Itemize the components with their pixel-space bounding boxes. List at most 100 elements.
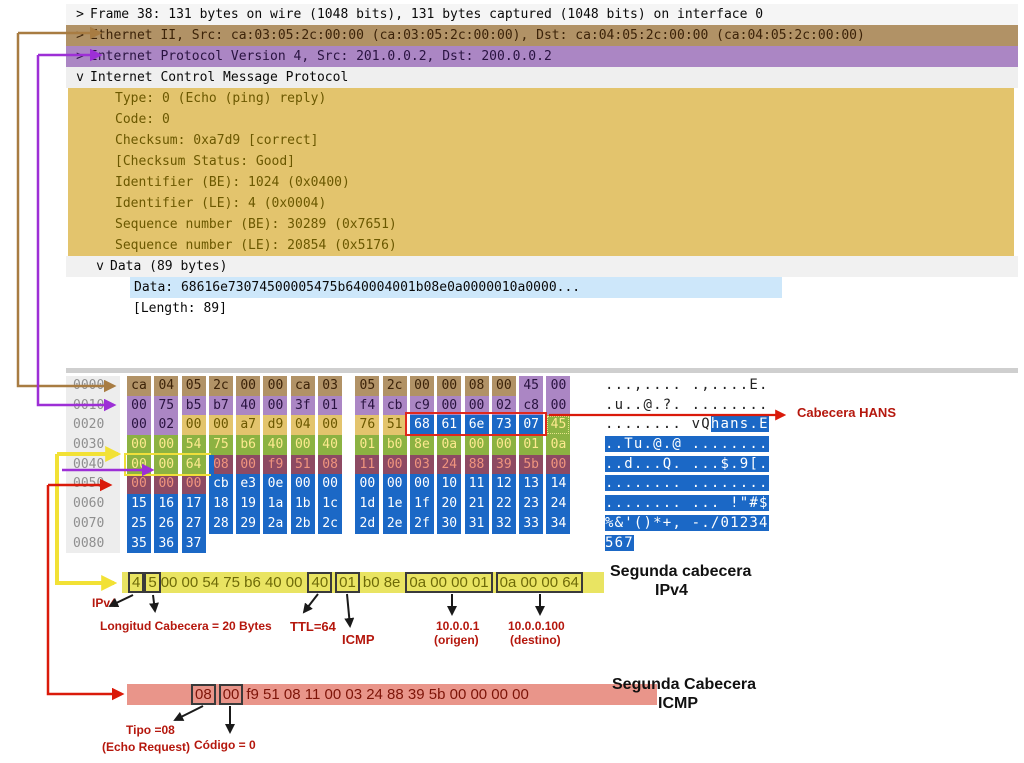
hex-byte[interactable]: 04 xyxy=(290,415,315,436)
hex-byte[interactable]: 28 xyxy=(208,513,233,534)
icmp-field-row[interactable]: Checksum: 0xa7d9 [correct] xyxy=(115,133,319,148)
hex-byte[interactable]: 00 xyxy=(290,474,315,495)
hex-byte[interactable]: 40 xyxy=(318,435,343,455)
hex-byte[interactable]: 33 xyxy=(519,513,544,534)
hex-byte[interactable]: 45 xyxy=(519,376,544,396)
hex-byte[interactable]: 00 xyxy=(355,474,380,495)
hex-byte[interactable]: 35 xyxy=(127,533,151,554)
hex-byte[interactable]: 00 xyxy=(127,415,151,436)
hex-byte[interactable]: 36 xyxy=(154,533,179,554)
hex-byte[interactable]: 6e xyxy=(464,415,489,436)
hex-byte[interactable]: 00 xyxy=(318,474,343,495)
hex-byte[interactable]: 0a xyxy=(546,435,571,455)
hex-byte[interactable]: 00 xyxy=(437,395,462,416)
hex-byte[interactable]: 2f xyxy=(409,513,434,534)
hex-byte[interactable]: 05 xyxy=(355,376,380,396)
tree-row-ipv4[interactable]: >Internet Protocol Version 4, Src: 201.0… xyxy=(66,46,1018,67)
hex-byte[interactable]: 08 xyxy=(208,454,233,475)
hex-byte[interactable]: 73 xyxy=(491,415,516,436)
collapsed-chevron-icon[interactable]: > xyxy=(76,49,84,64)
hex-byte[interactable]: 21 xyxy=(464,494,489,514)
hex-byte[interactable]: 00 xyxy=(382,474,407,495)
hex-byte[interactable]: f4 xyxy=(355,395,380,416)
icmp-field-row[interactable]: Code: 0 xyxy=(115,112,170,127)
hex-byte[interactable]: 75 xyxy=(154,395,179,416)
hex-byte[interactable]: 3f xyxy=(290,395,315,416)
icmp-field-row[interactable]: Type: 0 (Echo (ping) reply) xyxy=(115,91,327,106)
hex-byte[interactable]: 2e xyxy=(382,513,407,534)
hex-byte[interactable]: 0e xyxy=(263,474,288,495)
hex-byte[interactable]: 00 xyxy=(437,376,462,396)
hex-byte[interactable]: ca xyxy=(127,376,151,396)
hex-byte[interactable]: 05 xyxy=(181,376,206,396)
hex-byte[interactable]: 00 xyxy=(208,415,233,436)
hex-byte[interactable]: d9 xyxy=(263,415,288,436)
hex-byte[interactable]: 5b xyxy=(519,454,544,475)
hex-byte[interactable]: f9 xyxy=(263,454,288,475)
hex-byte[interactable]: 34 xyxy=(546,513,571,534)
hex-byte[interactable]: 20 xyxy=(437,494,462,514)
hex-byte[interactable]: 24 xyxy=(546,494,571,514)
hex-byte[interactable]: 45 xyxy=(546,415,571,436)
hex-byte[interactable]: 00 xyxy=(491,435,516,455)
hex-byte[interactable]: 00 xyxy=(154,454,179,475)
icmp-field-row[interactable]: [Checksum Status: Good] xyxy=(115,154,296,169)
hex-byte[interactable]: 00 xyxy=(546,376,571,396)
hex-byte[interactable]: c8 xyxy=(519,395,544,416)
hex-byte[interactable]: 08 xyxy=(464,376,489,396)
expanded-chevron-icon[interactable]: v xyxy=(76,70,84,85)
hex-byte[interactable]: b7 xyxy=(208,395,233,416)
collapsed-chevron-icon[interactable]: > xyxy=(76,28,84,43)
hex-byte[interactable]: 07 xyxy=(519,415,544,436)
hex-byte[interactable]: 2c xyxy=(382,376,407,396)
icmp-field-row[interactable]: Sequence number (LE): 20854 (0x5176) xyxy=(115,238,397,253)
hex-byte[interactable]: 31 xyxy=(464,513,489,534)
hex-byte[interactable]: 1e xyxy=(382,494,407,514)
hex-byte[interactable]: cb xyxy=(382,395,407,416)
hex-byte[interactable]: b0 xyxy=(382,435,407,455)
hex-byte[interactable]: 40 xyxy=(236,395,261,416)
hex-byte[interactable]: 00 xyxy=(127,474,151,495)
hex-byte[interactable]: 10 xyxy=(437,474,462,495)
hex-byte[interactable]: 23 xyxy=(519,494,544,514)
hex-byte[interactable]: 64 xyxy=(181,454,206,475)
hex-byte[interactable]: 27 xyxy=(181,513,206,534)
tree-row-frame[interactable]: >Frame 38: 131 bytes on wire (1048 bits)… xyxy=(66,4,1018,25)
hex-byte[interactable]: 02 xyxy=(491,395,516,416)
hex-byte[interactable]: 01 xyxy=(318,395,343,416)
hex-byte[interactable]: 37 xyxy=(181,533,206,554)
hex-byte[interactable]: 00 xyxy=(127,395,151,416)
icmp-field-row[interactable]: Sequence number (BE): 30289 (0x7651) xyxy=(115,217,397,232)
hex-byte[interactable]: 39 xyxy=(491,454,516,475)
hex-byte[interactable]: 88 xyxy=(464,454,489,475)
hex-byte[interactable]: 19 xyxy=(236,494,261,514)
hex-byte[interactable]: 00 xyxy=(546,395,571,416)
hex-byte[interactable]: 17 xyxy=(181,494,206,514)
hex-byte[interactable]: 61 xyxy=(437,415,462,436)
hex-byte[interactable]: 1d xyxy=(355,494,380,514)
tree-row-ethernet[interactable]: >Ethernet II, Src: ca:03:05:2c:00:00 (ca… xyxy=(66,25,1018,46)
hex-byte[interactable]: 00 xyxy=(181,474,206,495)
hex-byte[interactable]: b5 xyxy=(181,395,206,416)
hex-byte[interactable]: 24 xyxy=(437,454,462,475)
hex-byte[interactable]: a7 xyxy=(236,415,261,436)
hex-byte[interactable]: 00 xyxy=(491,376,516,396)
hex-byte[interactable]: cb xyxy=(208,474,233,495)
hex-byte[interactable]: 40 xyxy=(263,435,288,455)
hex-byte[interactable]: 00 xyxy=(154,474,179,495)
hex-byte[interactable]: 00 xyxy=(290,435,315,455)
hex-byte[interactable]: 00 xyxy=(181,415,206,436)
hex-byte[interactable]: 68 xyxy=(409,415,434,436)
hex-byte[interactable]: ca xyxy=(290,376,315,396)
hex-byte[interactable]: 00 xyxy=(236,454,261,475)
hex-byte[interactable]: 00 xyxy=(318,415,343,436)
hex-byte[interactable]: 00 xyxy=(464,435,489,455)
icmp-field-row[interactable]: Identifier (BE): 1024 (0x0400) xyxy=(115,175,350,190)
icmp-field-row[interactable]: Identifier (LE): 4 (0x0004) xyxy=(115,196,327,211)
hex-byte[interactable]: 00 xyxy=(263,395,288,416)
